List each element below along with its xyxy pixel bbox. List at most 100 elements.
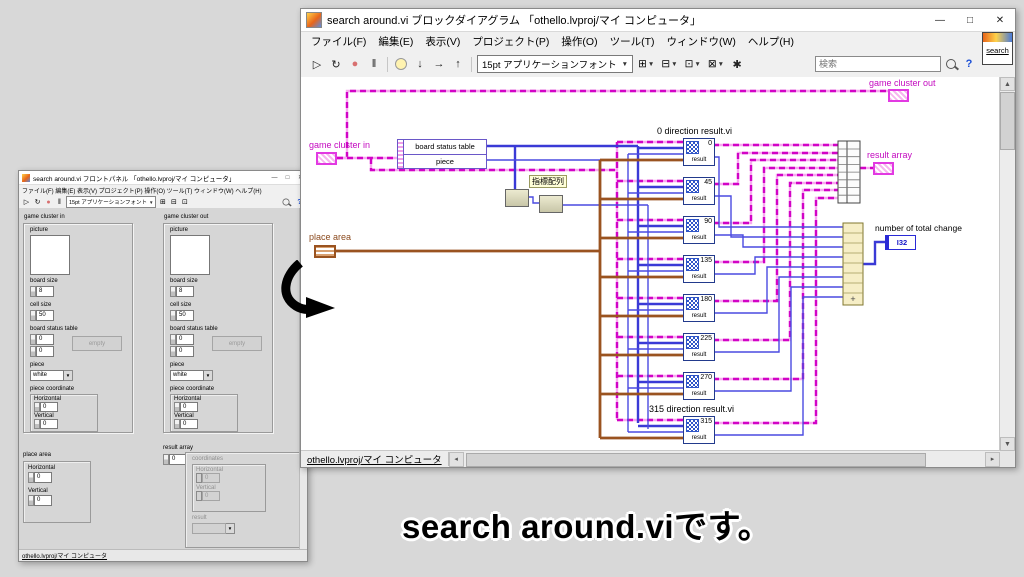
scroll-right-icon[interactable]: ▸	[985, 451, 1000, 467]
result-array-index[interactable]: 0	[163, 454, 187, 465]
search-icon[interactable]	[282, 198, 290, 206]
build-array-node[interactable]	[837, 140, 861, 204]
run-continuous-button[interactable]: ↻	[331, 58, 341, 71]
scrollbar-thumb[interactable]	[465, 452, 927, 467]
i32-indicator-terminal[interactable]: I32	[885, 235, 916, 250]
menu-items[interactable]: ファイル(F) 編集(E) 表示(V) プロジェクト(P) 操作(O) ツール(…	[22, 188, 262, 195]
menu-tools[interactable]: ツール(T)	[609, 36, 655, 48]
project-tab[interactable]: othello.lvproj/マイ コンピュータ	[22, 554, 108, 560]
result-array-terminal[interactable]	[873, 162, 894, 175]
piece-dropdown[interactable]: white▼	[30, 370, 73, 381]
align-objects-dropdown[interactable]: ⊞▼	[638, 58, 655, 70]
menu-operate[interactable]: 操作(O)	[561, 36, 598, 48]
index-array-node[interactable]	[505, 189, 529, 207]
piece-dropdown[interactable]: white▼	[170, 370, 213, 381]
project-tab[interactable]: othello.lvproj/マイ コンピュータ	[301, 452, 449, 466]
unbundle-node[interactable]: board status table piece	[397, 139, 487, 169]
game-cluster-in-terminal[interactable]	[316, 152, 337, 165]
vertical-input[interactable]: 0	[28, 495, 52, 506]
vi-icon-pane[interactable]: search	[982, 32, 1013, 65]
run-continuous-button[interactable]: ↻	[34, 199, 41, 206]
scrollbar-thumb[interactable]	[1000, 92, 1015, 150]
resize-objects-dropdown[interactable]: ⊡	[182, 199, 188, 206]
menu-file[interactable]: ファイル(F)	[311, 36, 367, 48]
scrollbar-corner	[1000, 451, 1015, 467]
minimize-button[interactable]: —	[271, 174, 278, 181]
cell-size-indicator[interactable]: 50	[170, 310, 194, 321]
minimize-button[interactable]: —	[935, 14, 945, 26]
scroll-up-icon[interactable]: ▲	[1000, 77, 1015, 91]
close-button[interactable]: ✕	[995, 14, 1005, 26]
font-selector[interactable]: 15pt アプリケーションフォント ▼	[477, 55, 634, 73]
horizontal-scrollbar[interactable]	[464, 452, 985, 467]
vertical-indicator[interactable]: 0	[174, 419, 198, 429]
vertical-input[interactable]: 0	[34, 419, 58, 429]
unbundle-piece[interactable]: piece	[436, 156, 454, 166]
block-diagram-title-bar[interactable]: search around.vi ブロックダイアグラム 「othello.lvp…	[301, 9, 1015, 32]
game-cluster-out-terminal[interactable]	[888, 89, 909, 102]
abort-button[interactable]: ●	[351, 58, 359, 70]
table-cell: empty	[72, 336, 122, 351]
menu-help[interactable]: ヘルプ(H)	[747, 36, 794, 48]
menu-project[interactable]: プロジェクト(P)	[472, 36, 550, 48]
table-row-index[interactable]: 0	[30, 334, 54, 345]
step-into-button[interactable]: ↓	[417, 58, 423, 70]
distribute-objects-dropdown[interactable]: ⊟	[171, 199, 177, 206]
board-size-indicator[interactable]: 8	[170, 286, 194, 297]
unbundle-board-status-table[interactable]: board status table	[404, 140, 486, 155]
place-area-terminal[interactable]	[314, 245, 336, 258]
search-input[interactable]	[815, 56, 941, 72]
cleanup-diagram-button[interactable]: ✱	[732, 58, 742, 71]
horizontal-input[interactable]: 0	[28, 472, 52, 483]
font-selector[interactable]: 15pt アプリケーションフォント ▼	[66, 196, 157, 208]
board-size-input[interactable]: 8	[30, 286, 54, 297]
align-objects-dropdown[interactable]: ⊞	[160, 199, 166, 206]
resize-objects-dropdown[interactable]: ⊡▼	[684, 58, 701, 70]
highlight-execution-icon[interactable]	[395, 58, 407, 70]
help-button[interactable]: ?	[965, 58, 973, 70]
piece-coordinate-label: piece coordinate	[30, 386, 75, 392]
search-icon[interactable]	[946, 59, 956, 69]
pause-button[interactable]: ‖	[58, 198, 61, 206]
cell-size-input[interactable]: 50	[30, 310, 54, 321]
front-panel-title-bar[interactable]: search around.vi フロントパネル 「othello.lvproj…	[19, 171, 307, 185]
table-row-index[interactable]: 0	[170, 334, 194, 345]
step-over-button[interactable]: →	[433, 58, 445, 70]
step-out-button[interactable]: ↑	[455, 58, 461, 70]
help-button[interactable]: ?	[295, 199, 304, 206]
table-col-index[interactable]: 0	[30, 346, 54, 357]
run-button[interactable]: ▷	[312, 58, 322, 71]
board-size-label: board size	[30, 278, 58, 284]
menu-view[interactable]: 表示(V)	[425, 36, 461, 48]
distribute-objects-dropdown[interactable]: ⊟▼	[661, 58, 678, 70]
table-col-index[interactable]: 0	[170, 346, 194, 357]
abort-button[interactable]: ●	[46, 198, 51, 206]
horizontal-indicator: 0	[196, 473, 220, 483]
maximize-button[interactable]: □	[285, 174, 290, 181]
board-size-label: board size	[170, 278, 198, 284]
maximize-button[interactable]: □	[966, 14, 974, 26]
vertical-scrollbar[interactable]: ▲ ▼	[999, 77, 1015, 451]
scroll-down-icon[interactable]: ▼	[1000, 437, 1015, 451]
menu-bar[interactable]: ファイル(F) 編集(E) 表示(V) プロジェクト(P) 操作(O) ツール(…	[19, 185, 307, 195]
menu-edit[interactable]: 編集(E)	[378, 36, 414, 48]
horizontal-indicator[interactable]: 0	[174, 402, 198, 412]
horizontal-input[interactable]: 0	[34, 402, 58, 412]
run-button[interactable]: ▷	[23, 199, 30, 206]
index-array-node[interactable]	[539, 195, 563, 213]
pause-button[interactable]: ‖	[371, 58, 377, 70]
picture-control[interactable]	[30, 235, 70, 275]
diagram-canvas[interactable]: + game cluster out game cluster in board…	[301, 77, 1000, 451]
reorder-dropdown[interactable]: ⊠▼	[707, 58, 725, 70]
menu-window[interactable]: ウィンドウ(W)	[666, 36, 736, 48]
scroll-left-icon[interactable]: ◂	[448, 451, 464, 467]
add-node[interactable]: +	[842, 222, 864, 306]
